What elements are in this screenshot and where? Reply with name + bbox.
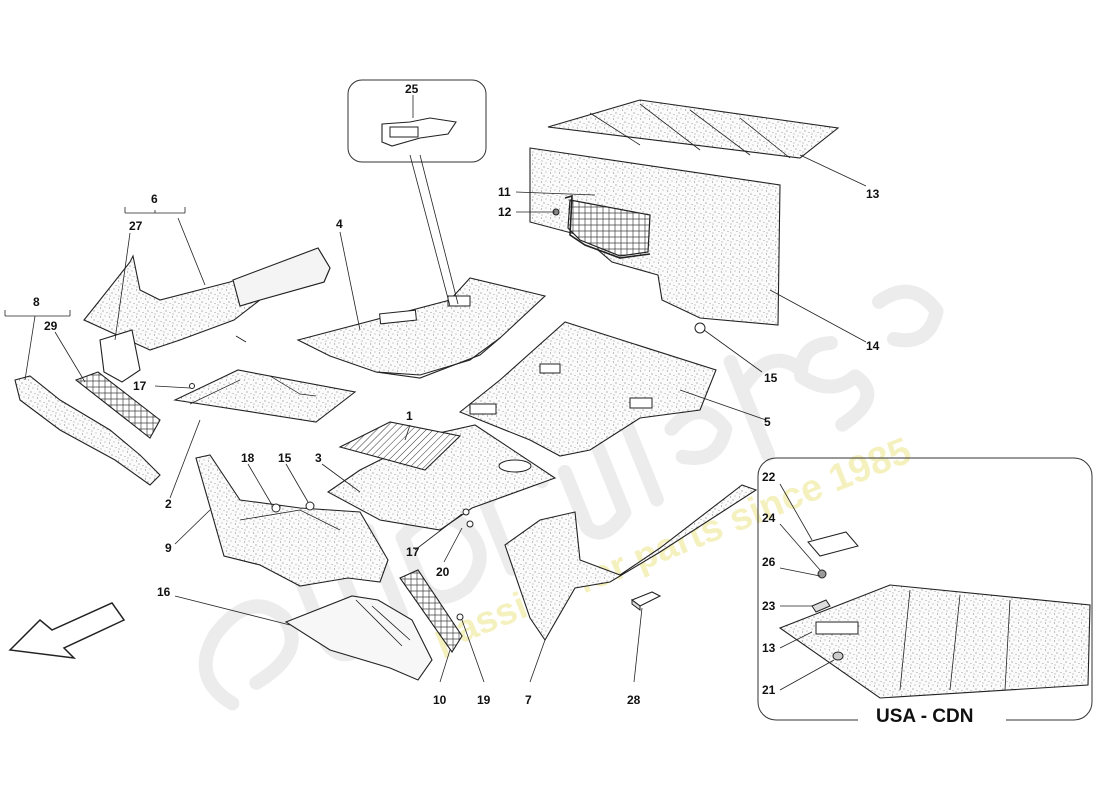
callout-29: 29 [44, 319, 58, 333]
callout-23: 23 [762, 599, 776, 613]
part-26 [630, 591, 662, 611]
callout-3: 3 [315, 451, 322, 465]
callout-27: 27 [129, 219, 143, 233]
callout-14: 14 [866, 339, 880, 353]
part-13-top-panel [547, 99, 840, 159]
callout-8: 8 [33, 295, 40, 309]
part-8-sill-trim [14, 375, 161, 486]
callout-16: 16 [157, 585, 171, 599]
part-10-grille [399, 569, 463, 653]
part-29-grille [74, 371, 161, 439]
part-1-mat [338, 421, 462, 471]
part-14-rear-panel [529, 147, 781, 326]
callout-17a: 17 [133, 379, 147, 393]
callout-7: 7 [525, 693, 532, 707]
callout-5: 5 [764, 415, 771, 429]
callout-12: 12 [498, 205, 512, 219]
callout-19: 19 [477, 693, 491, 707]
part-7-sill-trim [504, 484, 758, 642]
callout-24: 24 [762, 511, 776, 525]
callout-25: 26 [762, 555, 776, 569]
callout-13: 13 [866, 187, 880, 201]
callout-22: 22 [762, 470, 776, 484]
fasteners [189, 208, 706, 621]
callout-26: 28 [627, 693, 641, 707]
part-4-front-carpet [296, 277, 547, 379]
callout-20: 20 [436, 565, 450, 579]
inset-label: USA - CDN [876, 706, 973, 727]
callout-17b: 17 [406, 545, 420, 559]
callout-4: 4 [336, 217, 343, 231]
callout-21: 21 [762, 683, 776, 697]
part-2-floor-mat [173, 369, 357, 423]
callout-10: 10 [433, 693, 447, 707]
part-6-side-trim [83, 247, 331, 383]
inset-usa-cdn [757, 457, 1093, 724]
leader-lines [4, 95, 867, 691]
callout-11: 11 [498, 185, 511, 199]
callout-18: 18 [241, 451, 255, 465]
callout-2: 2 [165, 497, 172, 511]
callout-6: 6 [151, 192, 158, 206]
callout-13b: 13 [762, 641, 776, 655]
callout-15b: 15 [278, 451, 292, 465]
callout-labels: 25 13 11 12 6 27 4 8 29 14 15 17 1 5 18 … [33, 82, 973, 727]
part-9-tunnel-side [195, 454, 389, 587]
detail-box-28 [347, 79, 487, 163]
callout-28: 25 [405, 82, 419, 96]
callout-1: 1 [406, 409, 413, 423]
callout-9: 9 [165, 541, 172, 555]
callout-15a: 15 [764, 371, 778, 385]
part-16-bracket [284, 595, 433, 681]
front-direction-arrow [8, 602, 126, 660]
part-5-rear-carpet [458, 321, 717, 457]
